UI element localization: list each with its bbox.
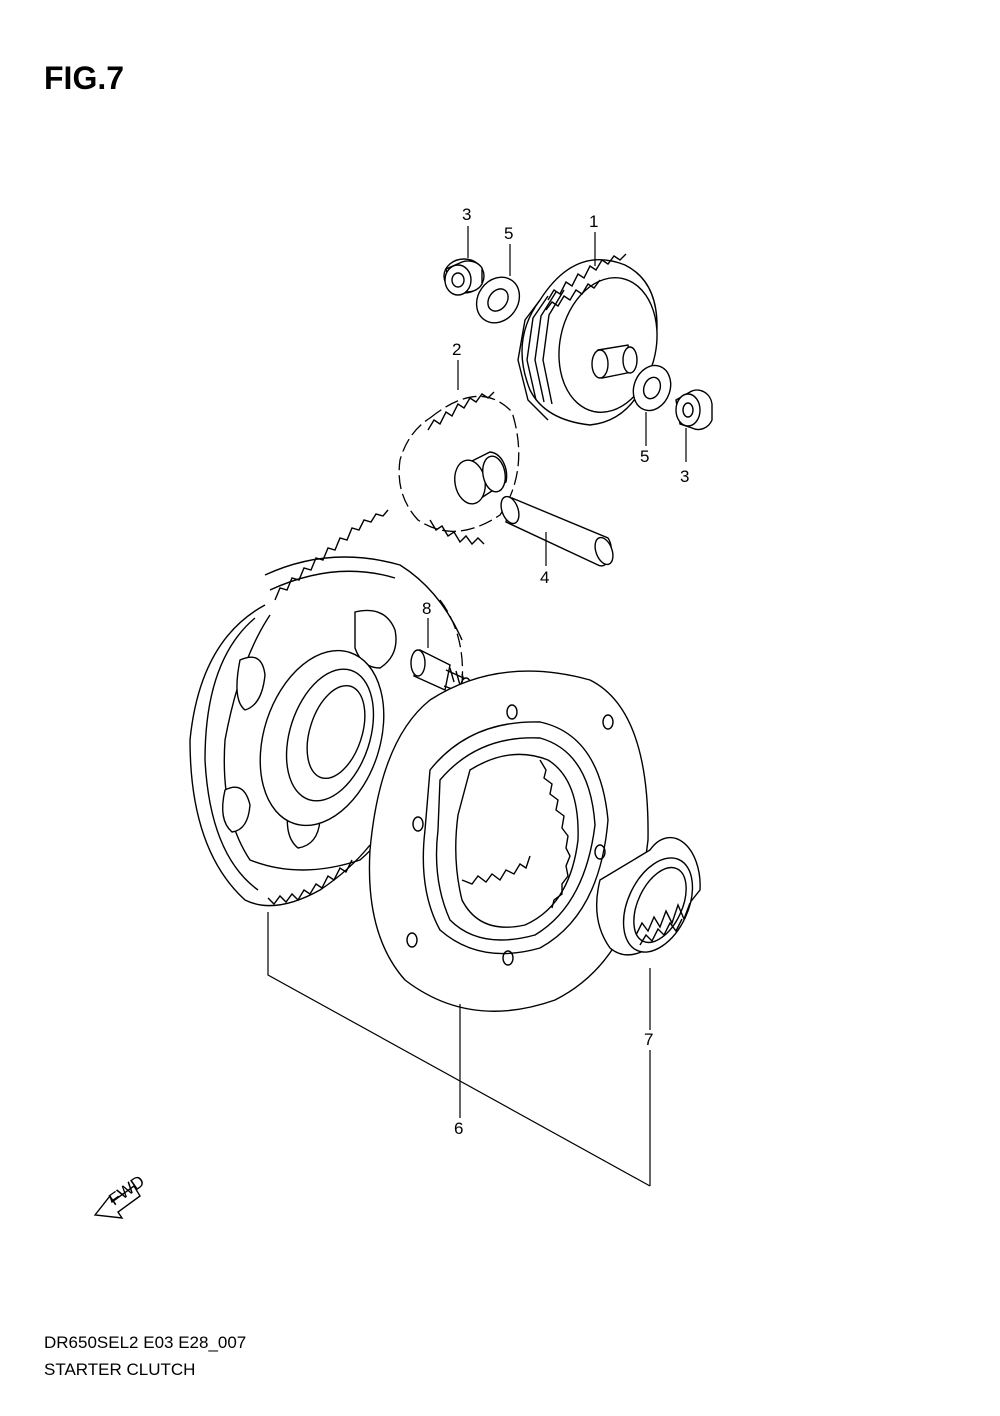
callout-2: 2	[452, 340, 461, 359]
callout-7: 7	[644, 1030, 653, 1049]
part-5-washer-lower	[632, 364, 672, 412]
callout-6: 6	[454, 1119, 463, 1138]
callout-3-upper: 3	[462, 205, 471, 224]
callout-1: 1	[589, 212, 598, 231]
part-2-idle-gear	[398, 391, 520, 546]
callout-5-upper: 5	[504, 224, 513, 243]
fwd-direction-arrow-icon: FWD	[93, 1172, 148, 1219]
callout-5-lower: 5	[640, 447, 649, 466]
part-6-one-way-clutch-plate	[368, 670, 649, 1012]
callout-4: 4	[540, 568, 549, 587]
diagram-name: STARTER CLUTCH	[44, 1360, 196, 1379]
callout-8: 8	[422, 599, 431, 618]
part-3-spacer-upper	[443, 258, 485, 296]
leader-lines	[267, 226, 687, 1187]
part-4-shaft	[500, 495, 614, 567]
part-5-washer-upper	[475, 276, 521, 324]
model-code: DR650SEL2 E03 E28_007	[44, 1333, 247, 1352]
part-3-spacer-lower	[675, 389, 713, 431]
figure-title: FIG.7	[44, 60, 125, 96]
part-7-needle-bearing	[595, 836, 701, 956]
part-6-starter-driven-gear	[189, 509, 464, 907]
callout-3-lower: 3	[680, 467, 689, 486]
